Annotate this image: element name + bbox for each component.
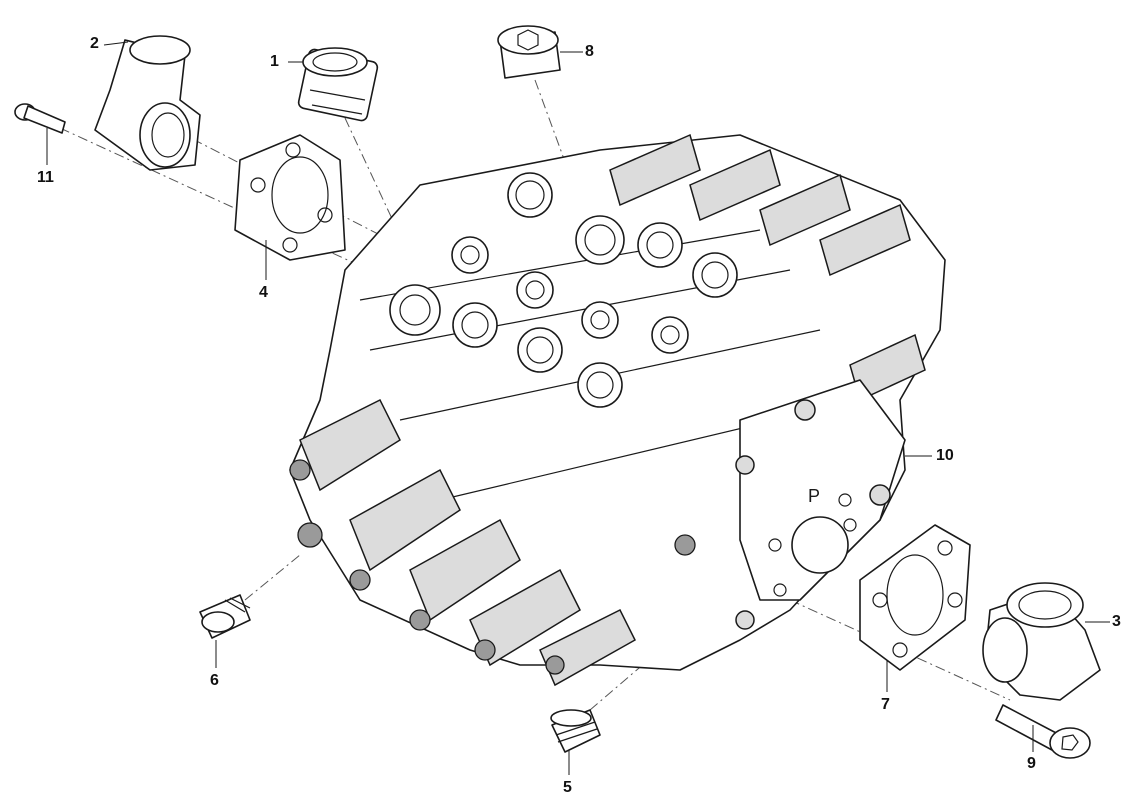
part-1-straight-fitting	[297, 47, 379, 122]
callout-4: 4	[259, 284, 268, 301]
port-p-marking: P	[808, 486, 820, 506]
callout-11: 11	[37, 169, 54, 186]
callout-7: 7	[881, 696, 890, 713]
callout-8: 8	[585, 43, 594, 60]
part-4-split-flange	[234, 134, 346, 261]
callout-6: 6	[210, 672, 219, 689]
callout-5: 5	[563, 779, 572, 796]
part-9-bolt	[995, 704, 1091, 759]
part-7-split-flange	[859, 524, 971, 671]
part-6-plug	[199, 594, 251, 639]
part-3-elbow-fitting	[982, 582, 1101, 701]
callout-10: 10	[936, 447, 954, 464]
part-11-bolt	[14, 103, 66, 134]
part-8-hex-plug	[497, 25, 561, 79]
valve-block: P	[289, 133, 946, 687]
leader-lines	[46, 41, 1110, 775]
callout-9: 9	[1027, 755, 1036, 772]
callout-1: 1	[270, 53, 279, 70]
callout-2: 2	[90, 35, 99, 52]
part-5-plug	[550, 709, 601, 753]
part-2-elbow-fitting	[94, 35, 201, 171]
callout-3: 3	[1112, 613, 1121, 630]
